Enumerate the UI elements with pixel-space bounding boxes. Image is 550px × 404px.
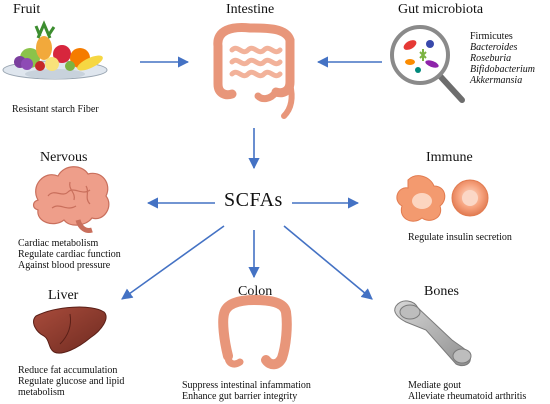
taxon-item: Bifidobacterium bbox=[470, 64, 535, 75]
liver-effects: Reduce fat accumulation Regulate glucose… bbox=[18, 365, 124, 398]
brain-illustration bbox=[32, 166, 110, 233]
microbiota-magnifier-illustration bbox=[390, 25, 465, 103]
liver-title: Liver bbox=[48, 288, 79, 303]
effect-line: Suppress intestinal infammation bbox=[182, 380, 311, 391]
scfas-label: SCFAs bbox=[224, 189, 283, 211]
taxon-item: Bacteroides bbox=[470, 42, 518, 53]
effect-line: Regulate cardiac function bbox=[18, 249, 121, 260]
bones-effects: Mediate gout Alleviate rheumatoid arthri… bbox=[408, 380, 526, 402]
arrows bbox=[121, 56, 382, 300]
microbiota-title: Gut microbiota bbox=[398, 2, 484, 17]
effect-line: Cardiac metabolism bbox=[18, 238, 99, 249]
microbiota-taxa-list: Firmicutes Bacteroides Roseburia Bifidob… bbox=[470, 31, 535, 86]
nervous-effects: Cardiac metabolism Regulate cardiac func… bbox=[18, 238, 121, 271]
immune-effects: Regulate insulin secretion bbox=[408, 232, 512, 243]
taxon-item: Firmicutes bbox=[470, 31, 513, 42]
arrow-scfas-to-liver bbox=[121, 225, 225, 300]
taxon-item: Akkermansia bbox=[470, 75, 523, 86]
colon-effects: Suppress intestinal infammation Enhance … bbox=[182, 380, 311, 402]
effect-line: Regulate glucose and lipid bbox=[18, 376, 125, 387]
liver-illustration bbox=[33, 306, 107, 354]
effect-line: Against blood pressure bbox=[18, 260, 111, 271]
effect-line: Mediate gout bbox=[408, 380, 462, 391]
bones-title: Bones bbox=[424, 284, 459, 299]
fruit-bowl-illustration bbox=[2, 20, 108, 80]
effect-line: Reduce fat accumulation bbox=[18, 365, 118, 376]
intestine-title: Intestine bbox=[226, 2, 275, 17]
bone-joint-illustration bbox=[394, 300, 472, 367]
arrow-scfas-to-bones bbox=[283, 225, 373, 300]
immune-cells-illustration bbox=[396, 175, 489, 222]
intestine-illustration bbox=[213, 23, 295, 119]
effect-line: metabolism bbox=[18, 387, 65, 398]
fruit-caption: Resistant starch Fiber bbox=[12, 104, 99, 115]
taxon-item: Roseburia bbox=[470, 53, 512, 64]
effect-line: Enhance gut barrier integrity bbox=[182, 391, 298, 402]
colon-title: Colon bbox=[238, 284, 273, 299]
effect-line: Alleviate rheumatoid arthritis bbox=[408, 391, 527, 402]
fruit-title: Fruit bbox=[13, 2, 41, 17]
effect-line: Regulate insulin secretion bbox=[408, 232, 512, 243]
colon-illustration bbox=[218, 294, 292, 370]
nervous-title: Nervous bbox=[40, 150, 88, 165]
immune-title: Immune bbox=[426, 150, 473, 165]
